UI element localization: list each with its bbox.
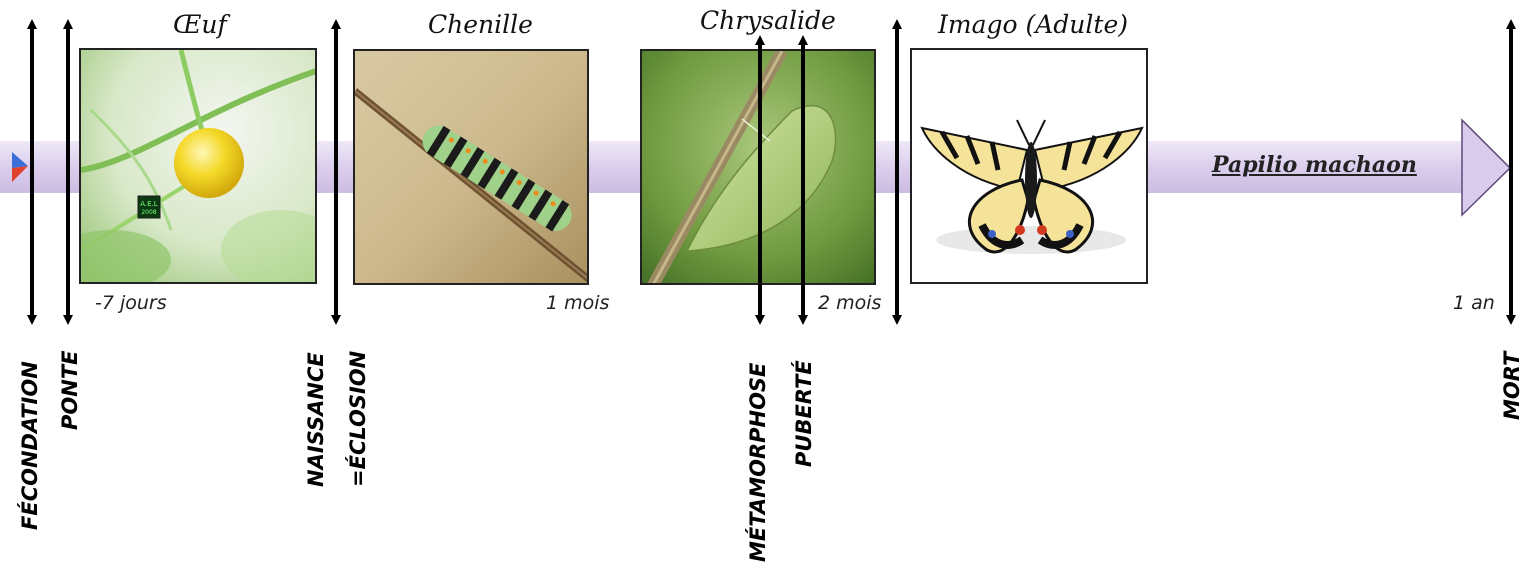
event-label-ponte: PONTE	[58, 351, 82, 431]
time-label-3: 2 mois	[818, 292, 881, 314]
event-label-fecondation: FÉCONDATION	[18, 361, 42, 530]
time-label-1: -7 jours	[95, 292, 167, 314]
event-label-mort: MORT	[1500, 352, 1524, 420]
time-label-4: 1 an	[1453, 292, 1495, 314]
time-label-2: 1 mois	[546, 292, 609, 314]
event-label-eclosion: =ÉCLOSION	[346, 351, 370, 487]
event-label-metamorphose: MÉTAMORPHOSE	[746, 363, 770, 562]
event-label-naissance: NAISSANCE	[304, 352, 328, 487]
event-label-puberte: PUBERTÉ	[792, 360, 816, 467]
